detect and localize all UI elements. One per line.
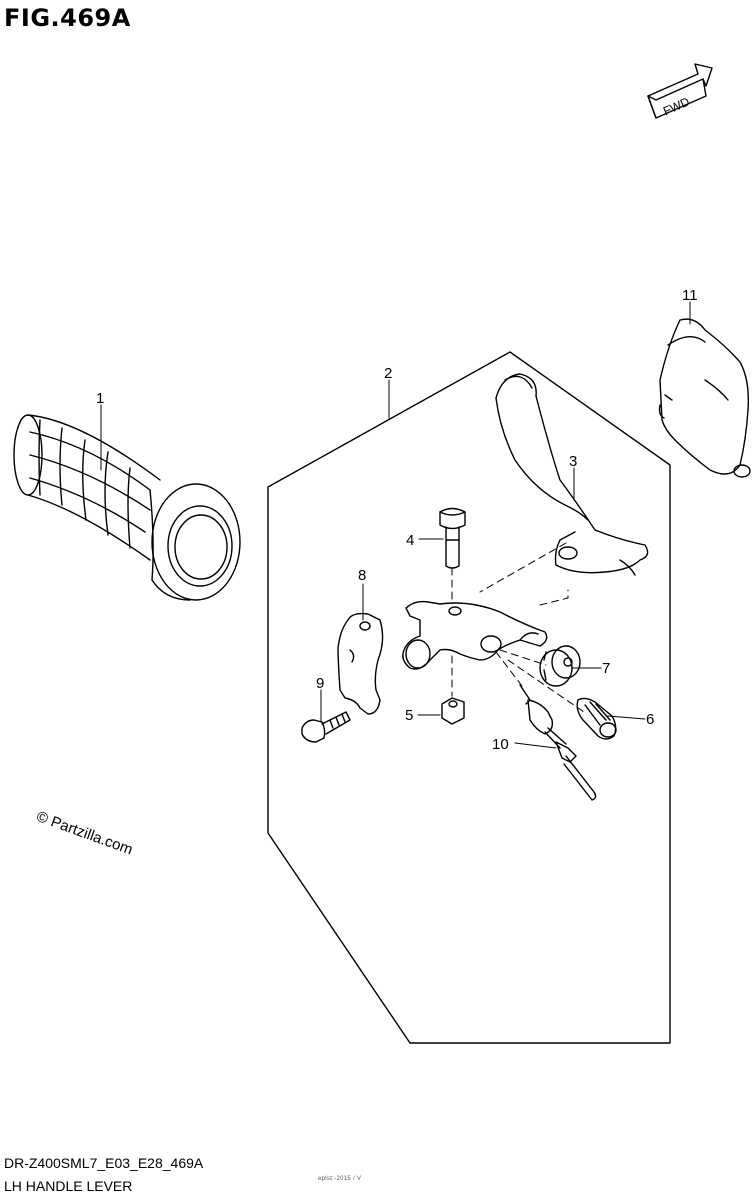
- callout-6: 6: [646, 711, 654, 728]
- callout-11: 11: [682, 287, 698, 304]
- nut-part-5: [441, 697, 465, 725]
- tiny-note: eplst:-2015 / V: [318, 1176, 362, 1182]
- callout-2: 2: [384, 365, 392, 382]
- fwd-arrow-icon: FWD: [647, 63, 713, 119]
- callouts: 1 2 3 4 5 6 7 8 9 10 11: [96, 287, 698, 753]
- figure-name: LH HANDLE LEVER: [4, 1178, 133, 1194]
- figure-code: DR-Z400SML7_E03_E28_469A: [4, 1155, 204, 1171]
- assembly-dash-lines: [451, 542, 585, 713]
- fwd-label: FWD: [661, 94, 692, 118]
- pivot-bolt-part-4: [439, 507, 466, 569]
- screw-part-9: [301, 711, 351, 743]
- callout-1: 1: [96, 390, 104, 407]
- adjuster-bolt-part-6: [576, 697, 617, 740]
- leader-lines: [100, 301, 691, 749]
- clamp-part-8: [337, 612, 384, 715]
- kit-boundary-part-2: [267, 351, 671, 1044]
- grip-part-1: [13, 414, 241, 601]
- lever-part-3: [495, 373, 649, 576]
- callout-3: 3: [569, 453, 577, 470]
- callout-8: 8: [358, 567, 366, 584]
- lever-holder: [402, 600, 548, 670]
- callout-9: 9: [316, 675, 324, 692]
- callout-5: 5: [405, 707, 413, 724]
- figure-title: FIG.469A: [4, 4, 131, 32]
- callout-4: 4: [406, 532, 414, 549]
- callout-7: 7: [602, 660, 610, 677]
- lever-cover-part-11: [658, 318, 751, 478]
- adjuster-nut-part-7: [539, 645, 581, 687]
- switch-cable-part-10: [519, 684, 597, 801]
- callout-10: 10: [492, 736, 509, 753]
